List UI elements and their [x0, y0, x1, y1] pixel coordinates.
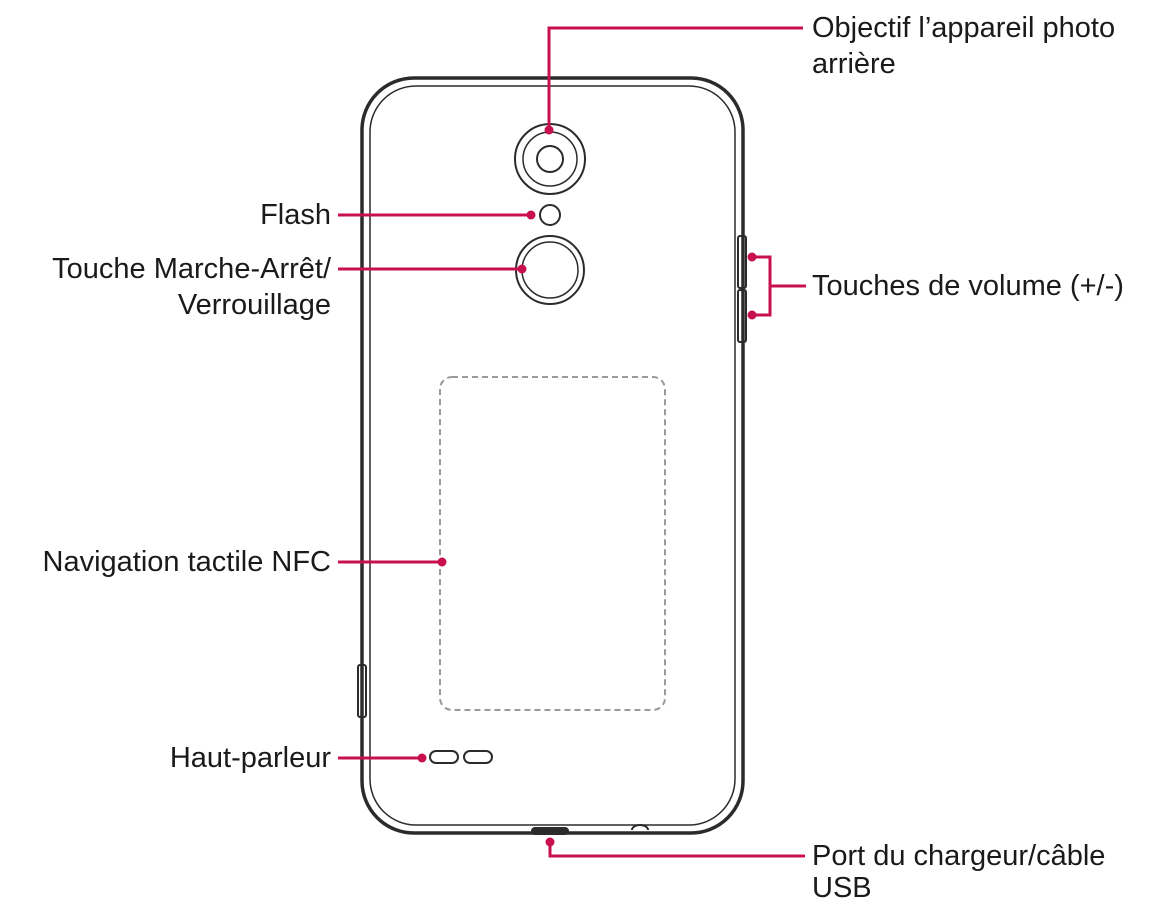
camera-ring-outer: [514, 123, 586, 195]
label-speaker: Haut-parleur: [169, 742, 331, 774]
dot-rear-camera: [544, 125, 554, 135]
side-slot: [357, 664, 367, 718]
label-charger-port-line1: Port du chargeur/câble: [812, 840, 1106, 872]
label-volume-keys: Touches de volume (+/-): [812, 270, 1124, 302]
phone-outer-outline: [360, 76, 745, 835]
label-rear-camera-line1: Objectif l’appareil photo: [812, 12, 1116, 44]
label-nfc: Navigation tactile NFC: [42, 546, 332, 578]
speaker-hole-left: [429, 750, 459, 764]
label-power-key-line1: Touche Marche-Arrêt/: [52, 253, 331, 285]
power-key-inner: [521, 241, 579, 299]
phone-inner-outline: [369, 85, 736, 826]
usb-port: [531, 827, 569, 835]
headphone-jack: [631, 824, 649, 831]
callout-dots: [417, 125, 757, 847]
dot-charger-port: [545, 837, 555, 847]
volume-up-key: [737, 235, 747, 289]
camera-ring-mid: [522, 131, 578, 187]
dot-power-key: [517, 264, 527, 274]
callout-rear-camera: [547, 26, 803, 130]
label-flash: Flash: [260, 199, 331, 231]
callouts: [338, 26, 806, 858]
volume-down-key: [737, 289, 747, 343]
dot-volume-down: [747, 310, 757, 320]
dot-nfc: [437, 557, 447, 567]
speaker-hole-right: [463, 750, 493, 764]
dot-flash: [526, 210, 536, 220]
dot-speaker: [417, 753, 427, 763]
callout-volume-bracket: [752, 255, 772, 317]
flash-icon: [539, 204, 561, 226]
nfc-area: [439, 376, 666, 711]
label-power-key-line2: Verrouillage: [177, 289, 331, 321]
dot-volume-up: [747, 252, 757, 262]
label-rear-camera-line2: arrière: [812, 48, 896, 80]
label-charger-port-line2: USB: [812, 872, 872, 904]
camera-lens: [536, 145, 564, 173]
callout-charger-port: [548, 842, 805, 858]
phone-back: [357, 76, 747, 835]
